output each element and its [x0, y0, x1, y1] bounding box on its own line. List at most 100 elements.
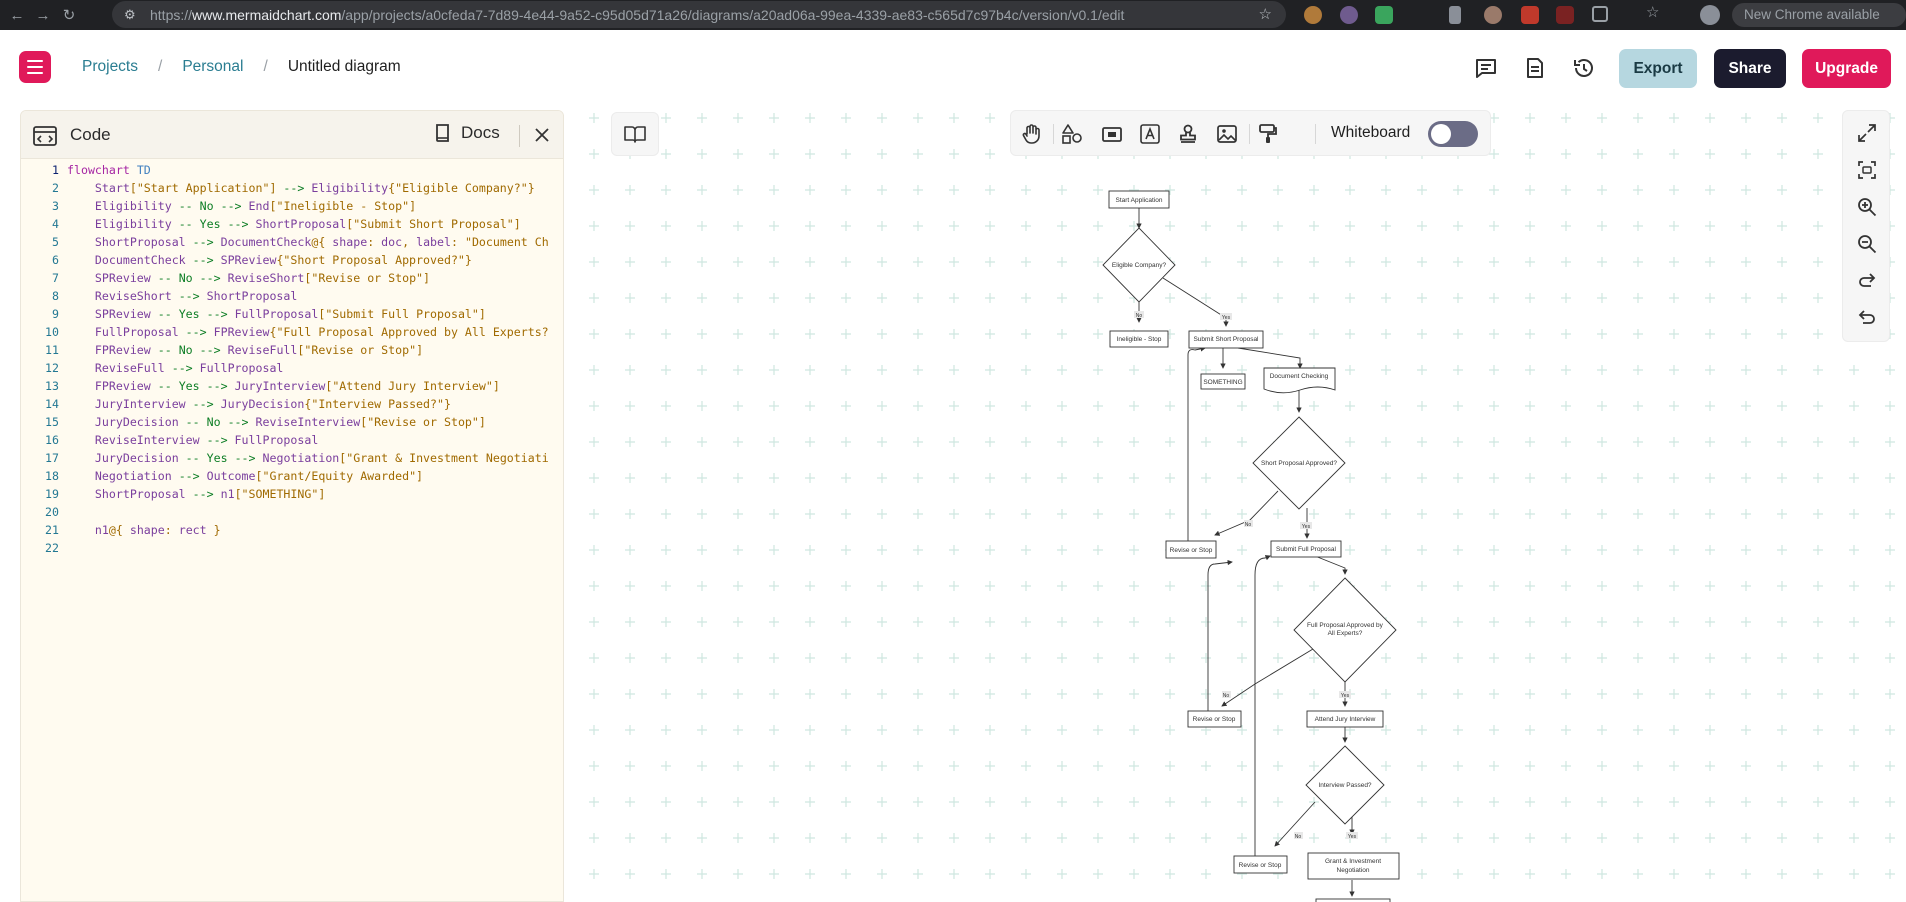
docs-label: Docs — [461, 123, 500, 142]
line-number: 21 — [45, 523, 59, 537]
code-line[interactable]: 18 Negotiation --> Outcome["Grant/Equity… — [21, 467, 563, 485]
extension-orange-icon[interactable] — [1484, 6, 1502, 24]
profile-avatar[interactable] — [1700, 5, 1720, 25]
code-text: Eligibility -- No --> End["Ineligible - … — [94, 199, 417, 213]
forward-icon[interactable]: → — [35, 6, 51, 24]
code-editor[interactable]: 1 flowchart TD 2 Start["Start Application"… — [21, 161, 563, 557]
code-line[interactable]: 12 ReviseFull --> FullProposal — [21, 359, 563, 377]
code-line[interactable]: 6 DocumentCheck --> SPReview{"Short Prop… — [21, 251, 563, 269]
main-menu-button[interactable] — [19, 51, 51, 83]
divider — [519, 125, 520, 147]
code-line[interactable]: 22 — [21, 539, 563, 557]
line-number: 20 — [45, 505, 59, 519]
code-line[interactable]: 13 FPReview -- Yes --> JuryInterview["At… — [21, 377, 563, 395]
breadcrumb-projects[interactable]: Projects — [82, 58, 138, 75]
extension-dark-red-icon[interactable] — [1556, 6, 1574, 24]
code-line[interactable]: 20 — [21, 503, 563, 521]
extension-mask-icon[interactable] — [1340, 6, 1358, 24]
code-text: JuryDecision -- Yes --> Negotiation["Gra… — [94, 451, 549, 465]
code-line[interactable]: 4 Eligibility -- Yes --> ShortProposal["… — [21, 215, 563, 233]
toggle-knob — [1431, 124, 1451, 144]
line-number: 1 — [52, 163, 59, 177]
code-text: flowchart TD — [67, 163, 151, 177]
code-text: Start["Start Application"] --> Eligibili… — [94, 181, 535, 195]
line-number: 17 — [45, 451, 59, 465]
line-number: 22 — [45, 541, 59, 555]
undo-icon[interactable] — [1857, 308, 1877, 328]
zoom-in-icon[interactable] — [1857, 197, 1877, 217]
line-number: 2 — [52, 181, 59, 195]
back-icon[interactable]: ← — [9, 6, 25, 24]
node-rectangle-icon[interactable] — [1101, 123, 1123, 145]
site-info-icon[interactable]: ⚙ — [124, 7, 136, 22]
export-button[interactable]: Export — [1619, 49, 1697, 88]
whiteboard-label: Whiteboard — [1331, 124, 1411, 141]
code-line[interactable]: 10 FullProposal --> FPReview{"Full Propo… — [21, 323, 563, 341]
chrome-update-notice[interactable]: New Chrome available — [1732, 3, 1906, 27]
history-icon[interactable] — [1572, 56, 1596, 80]
code-text: FPReview -- Yes --> JuryInterview["Atten… — [94, 379, 500, 393]
code-text: DocumentCheck --> SPReview{"Short Propos… — [94, 253, 472, 267]
code-text: ShortProposal --> DocumentCheck@{ shape:… — [94, 235, 549, 249]
code-line[interactable]: 7 SPReview -- No --> ReviseShort["Revise… — [21, 269, 563, 287]
share-button[interactable]: Share — [1714, 49, 1786, 88]
bookmark-star-icon[interactable]: ☆ — [1258, 6, 1272, 23]
breadcrumb-personal[interactable]: Personal — [182, 58, 244, 75]
bookmarks-icon[interactable]: ☆ — [1646, 4, 1660, 21]
code-line[interactable]: 11 FPReview -- No --> ReviseFull["Revise… — [21, 341, 563, 359]
image-icon[interactable] — [1216, 123, 1238, 145]
line-number: 3 — [52, 199, 59, 213]
code-line[interactable]: 5 ShortProposal --> DocumentCheck@{ shap… — [21, 233, 563, 251]
redo-icon[interactable] — [1857, 271, 1877, 291]
line-number: 9 — [52, 307, 59, 321]
code-line[interactable]: 9 SPReview -- Yes --> FullProposal["Subm… — [21, 305, 563, 323]
line-number: 16 — [45, 433, 59, 447]
breadcrumb: Projects / Personal / Untitled diagram — [82, 58, 401, 76]
code-line[interactable]: 8 ReviseShort --> ShortProposal — [21, 287, 563, 305]
line-number: 11 — [45, 343, 59, 357]
stamp-icon[interactable] — [1177, 123, 1199, 145]
diagram-title[interactable]: Untitled diagram — [287, 58, 401, 75]
code-line[interactable]: 14 JuryInterview --> JuryDecision{"Inter… — [21, 395, 563, 413]
code-line[interactable]: 2 Start["Start Application"] --> Eligibi… — [21, 179, 563, 197]
code-line[interactable]: 16 ReviseInterview --> FullProposal — [21, 431, 563, 449]
line-number: 4 — [52, 217, 59, 231]
app-header: Projects / Personal / Untitled diagram E… — [0, 30, 1906, 108]
paint-format-icon[interactable] — [1257, 123, 1279, 145]
code-line[interactable]: 3 Eligibility -- No --> End["Ineligible … — [21, 197, 563, 215]
whiteboard-toggle[interactable] — [1428, 121, 1478, 147]
code-panel: Code Docs 1 flowchart TD 2 Start["Start Ap… — [20, 110, 564, 902]
upgrade-button[interactable]: Upgrade — [1802, 49, 1891, 88]
code-text: ShortProposal --> n1["SOMETHING"] — [94, 487, 326, 501]
docs-button[interactable]: Docs — [435, 123, 500, 143]
line-number: 14 — [45, 397, 59, 411]
address-bar[interactable]: ⚙ https://www.mermaidchart.com/app/proje… — [112, 1, 1286, 28]
text-icon[interactable] — [1139, 123, 1161, 145]
hand-pan-icon[interactable] — [1021, 123, 1043, 145]
code-line[interactable]: 15 JuryDecision -- No --> ReviseIntervie… — [21, 413, 563, 431]
extension-green-icon[interactable] — [1375, 6, 1393, 24]
extension-red-icon[interactable] — [1521, 6, 1539, 24]
extension-cookie-icon[interactable] — [1304, 6, 1322, 24]
code-line[interactable]: 21 n1@{ shape: rect } — [21, 521, 563, 539]
reload-icon[interactable]: ↻ — [62, 7, 76, 24]
code-line[interactable]: 1 flowchart TD — [21, 161, 563, 179]
code-panel-header: Code Docs — [21, 111, 563, 159]
fullscreen-icon[interactable] — [1857, 123, 1877, 143]
extensions-puzzle-icon[interactable] — [1592, 6, 1608, 22]
code-text: ReviseFull --> FullProposal — [94, 361, 284, 375]
canvas-toolbar: Whiteboard — [1010, 110, 1491, 156]
close-icon[interactable] — [533, 126, 551, 144]
library-button[interactable] — [611, 112, 659, 156]
fit-to-screen-icon[interactable] — [1857, 160, 1877, 180]
line-number: 12 — [45, 361, 59, 375]
extension-clip-icon[interactable] — [1449, 6, 1461, 24]
code-text: Negotiation --> Outcome["Grant/Equity Aw… — [94, 469, 424, 483]
code-line[interactable]: 17 JuryDecision -- Yes --> Negotiation["… — [21, 449, 563, 467]
code-line[interactable]: 19 ShortProposal --> n1["SOMETHING"] — [21, 485, 563, 503]
zoom-out-icon[interactable] — [1857, 234, 1877, 254]
document-icon[interactable] — [1523, 56, 1547, 80]
comments-icon[interactable] — [1474, 56, 1498, 80]
shapes-icon[interactable] — [1061, 123, 1083, 145]
book-icon — [436, 124, 449, 142]
